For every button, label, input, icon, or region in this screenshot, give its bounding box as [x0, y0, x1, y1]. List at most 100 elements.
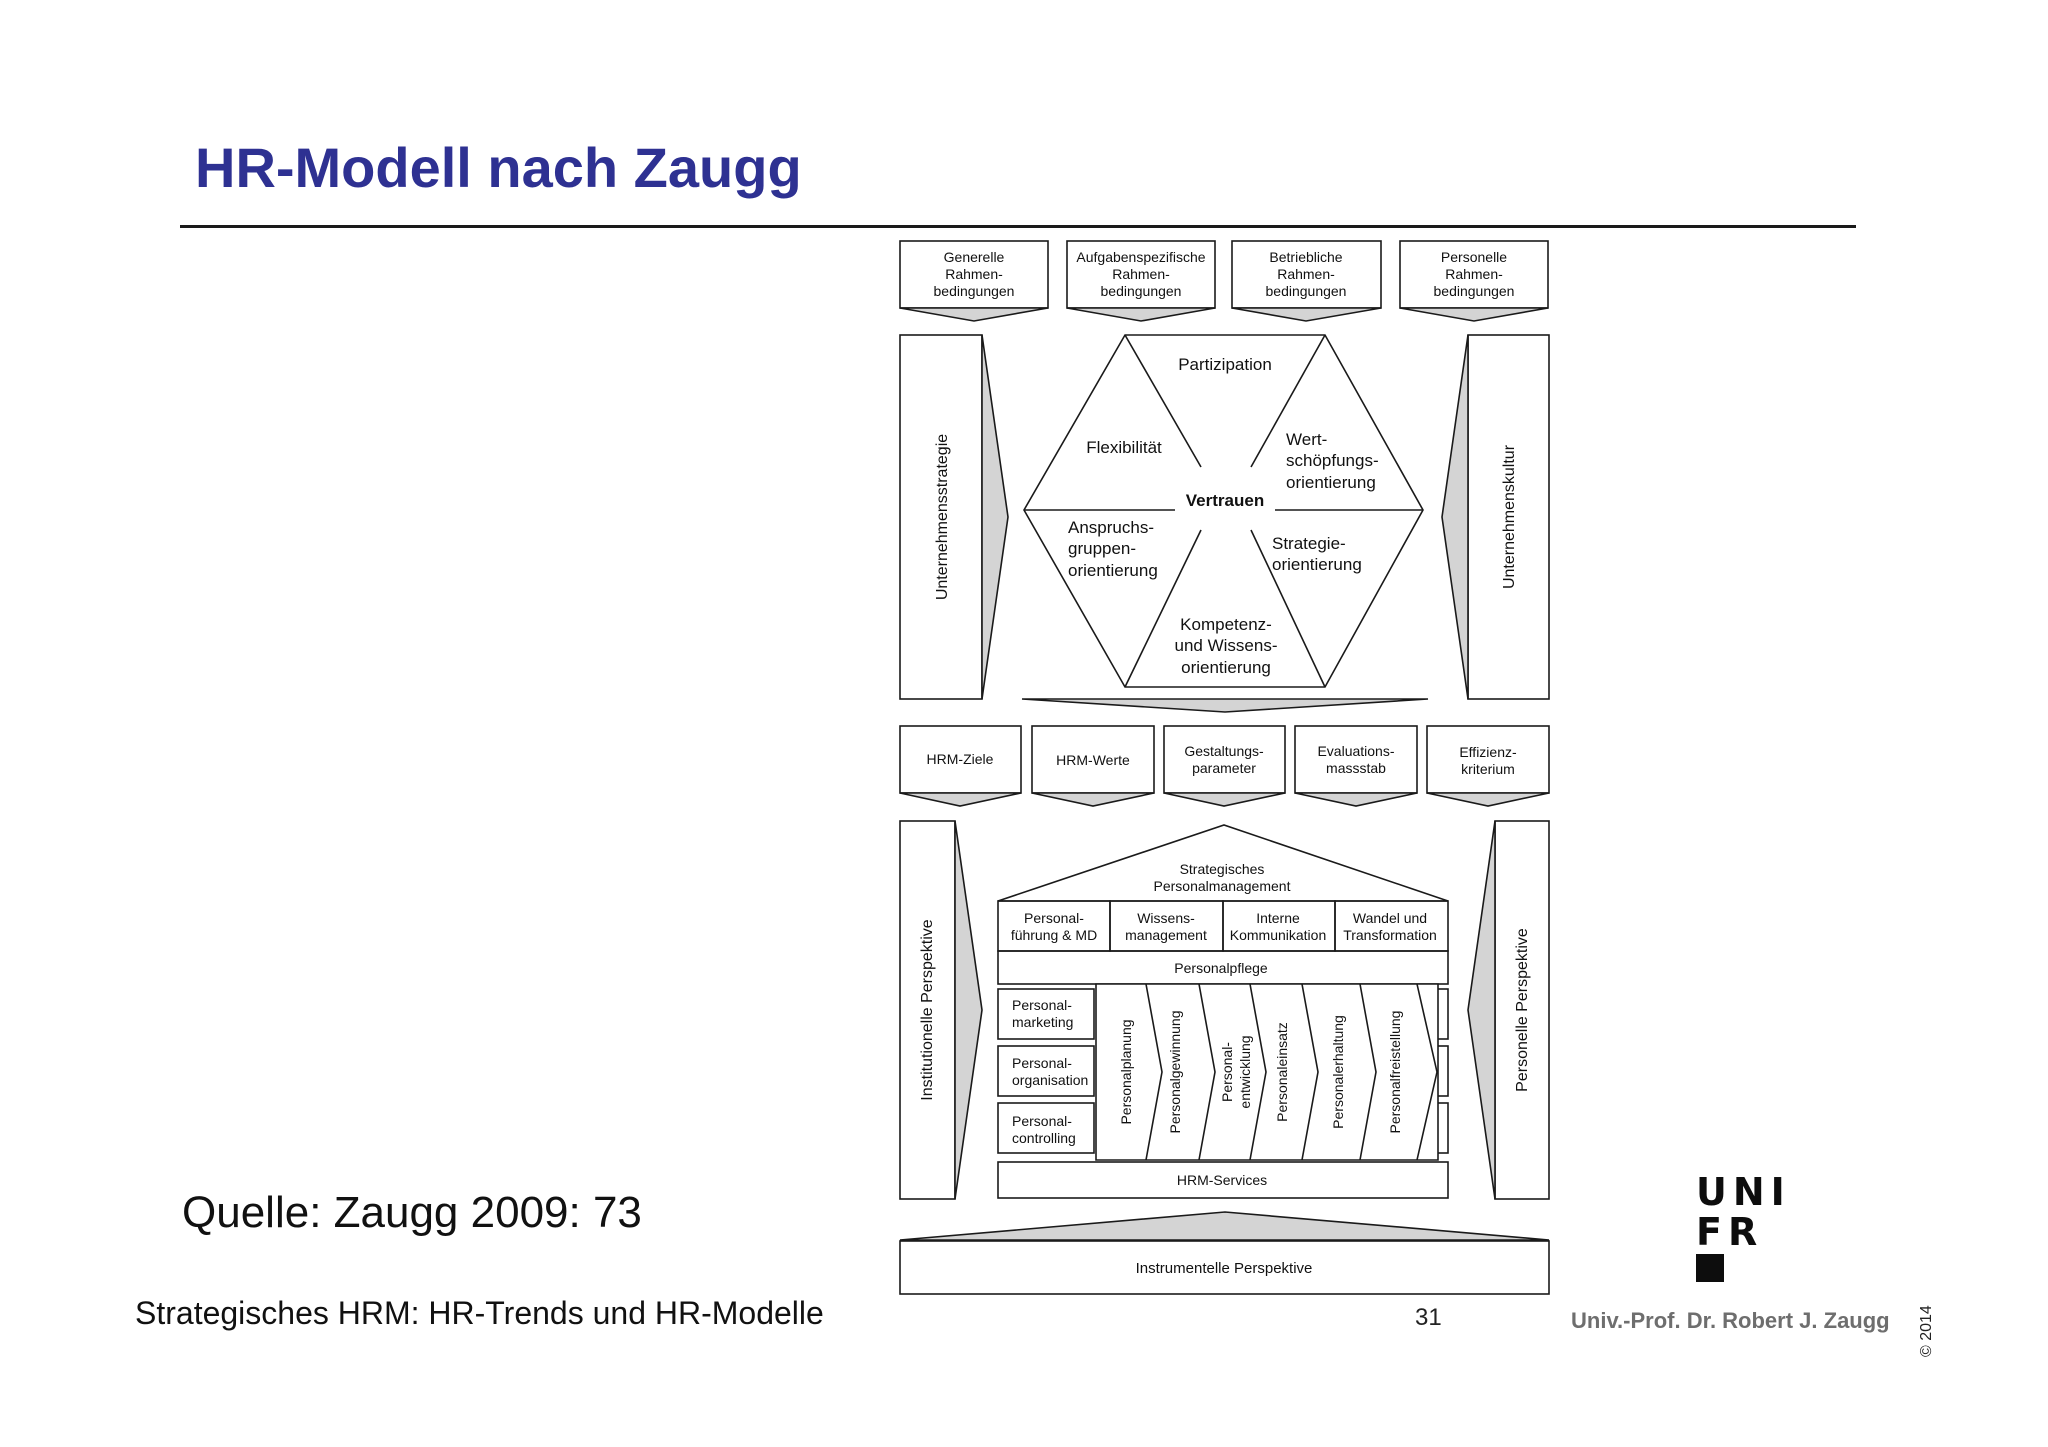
middle-box-hrm-werte: HRM-Werte — [1031, 725, 1155, 807]
side-box-unternehmenskultur: Unternehmenskultur — [1441, 334, 1550, 700]
top-box-aufgabenspezifische: Aufgabenspezifische Rahmen- bedingungen — [1066, 240, 1216, 322]
house-module-label: Kommunikation — [1230, 927, 1327, 943]
house-module-label: führung & MD — [1011, 927, 1097, 943]
hexagon-segment-label: Wert- — [1286, 430, 1327, 449]
process-step-label: Personalerhaltung — [1330, 1015, 1346, 1129]
hexagon-segment-label: Kompetenz- — [1180, 615, 1272, 634]
top-box-label: Personelle — [1441, 249, 1507, 265]
middle-box-label: HRM-Ziele — [927, 751, 994, 767]
top-box-label: Rahmen- — [1112, 266, 1170, 282]
values-hexagon: Vertrauen Partizipation Flexibilität Wer… — [1023, 334, 1424, 688]
middle-box-gestaltungsparameter: Gestaltungs- parameter — [1163, 725, 1286, 807]
side-box-unternehmensstrategie: Unternehmensstrategie — [899, 334, 1009, 700]
top-box-label: Rahmen- — [945, 266, 1003, 282]
house-module-label: controlling — [1012, 1130, 1076, 1146]
house-module-label: organisation — [1012, 1072, 1088, 1088]
side-label: Unternehmenskultur — [1501, 444, 1518, 589]
process-step-label: Personalplanung — [1118, 1019, 1134, 1124]
title-divider — [180, 225, 1856, 228]
process-chevron — [1145, 983, 1163, 1161]
hexagon-segment-label: Anspruchs- — [1068, 518, 1154, 537]
down-arrow-wide — [1021, 698, 1429, 713]
middle-box-label: parameter — [1192, 760, 1256, 776]
process-step-label: Personaleinsatz — [1274, 1022, 1290, 1122]
house-module-label: Interne — [1256, 910, 1300, 926]
house-module-label: Wissens- — [1137, 910, 1195, 926]
hexagon-segment-label: gruppen- — [1068, 539, 1136, 558]
middle-box-evaluationsmassstab: Evaluations- massstab — [1294, 725, 1418, 807]
house-module-label: Personal- — [1012, 1113, 1072, 1129]
side-label: Institutionelle Perspektive — [919, 919, 936, 1101]
house-module — [1109, 900, 1224, 952]
hrm-house: Strategisches Personalmanagement Persona… — [997, 824, 1449, 1199]
top-box-generelle: Generelle Rahmen- bedingungen — [899, 240, 1049, 322]
house-module — [1222, 900, 1336, 952]
hexagon-segment-label: schöpfungs- — [1286, 451, 1379, 470]
process-step-label: Personalfreistellung — [1387, 1011, 1403, 1134]
hexagon-segment-label: orientierung — [1272, 555, 1362, 574]
middle-box-hrm-ziele: HRM-Ziele — [899, 725, 1022, 807]
process-step-label: Personalgewinnung — [1167, 1011, 1183, 1134]
process-chain-frame — [1095, 983, 1439, 1161]
hexagon-segment-label: Partizipation — [1178, 355, 1272, 374]
process-chevron — [1416, 983, 1438, 1161]
copyright-notice: © 2014 — [1918, 1305, 1935, 1357]
middle-box-label: Gestaltungs- — [1184, 743, 1264, 759]
house-module-label: HRM-Services — [1177, 1172, 1267, 1188]
page-number: 31 — [1415, 1304, 1442, 1331]
house-module-label: Personal- — [1012, 997, 1072, 1013]
middle-box-label: Effizienz- — [1459, 744, 1517, 760]
middle-box-label: massstab — [1326, 760, 1386, 776]
house-roof-label: Personalmanagement — [1154, 878, 1291, 894]
top-box-betriebliche: Betriebliche Rahmen- bedingungen — [1231, 240, 1382, 322]
bottom-box-instrumentelle-perspektive: Instrumentelle Perspektive — [899, 1211, 1550, 1295]
top-box-label: Generelle — [944, 249, 1005, 265]
top-box-personelle: Personelle Rahmen- bedingungen — [1399, 240, 1549, 322]
side-label: Personelle Perspektive — [1514, 928, 1531, 1092]
top-box-label: bedingungen — [1434, 283, 1515, 299]
middle-box-label: HRM-Werte — [1056, 752, 1130, 768]
house-left-box — [997, 988, 1095, 1040]
house-left-box — [997, 1045, 1095, 1097]
house-module-label: Personalpflege — [1174, 960, 1268, 976]
footer-course-title: Strategisches HRM: HR-Trends und HR-Mode… — [135, 1295, 824, 1331]
process-chevron — [1301, 983, 1319, 1161]
house-module-label: Personal- — [1024, 910, 1084, 926]
process-chevron — [1198, 983, 1216, 1161]
house-module — [1334, 900, 1449, 952]
house-roof-label: Strategisches — [1180, 861, 1265, 877]
hexagon-segment-label: orientierung — [1286, 473, 1376, 492]
house-module-label: Personal- — [1012, 1055, 1072, 1071]
hexagon-center: Vertrauen — [1186, 491, 1264, 510]
house-module-label: Transformation — [1343, 927, 1437, 943]
bottom-box-label: Instrumentelle Perspektive — [1136, 1260, 1313, 1277]
source-citation: Quelle: Zaugg 2009: 73 — [182, 1188, 642, 1237]
process-step-label: entwicklung — [1237, 1035, 1253, 1108]
slide-title: HR-Modell nach Zaugg — [195, 136, 802, 199]
hexagon-segment-label: Flexibilität — [1086, 438, 1162, 457]
hexagon-segment-label: orientierung — [1181, 658, 1271, 677]
logo-line-2: FR — [1696, 1210, 1764, 1254]
footer-author: Univ.-Prof. Dr. Robert J. Zaugg — [1571, 1308, 1890, 1333]
process-step-label: Personal- — [1219, 1042, 1235, 1102]
top-box-label: bedingungen — [1101, 283, 1182, 299]
logo-square — [1696, 1254, 1724, 1282]
side-box-institutionelle-perspektive: Institutionelle Perspektive — [899, 820, 983, 1200]
top-box-label: Aufgabenspezifische — [1076, 249, 1205, 265]
process-chevron — [1249, 983, 1267, 1161]
house-module-label: management — [1125, 927, 1207, 943]
university-logo: UNI FR — [1696, 1172, 1791, 1282]
top-box-label: Betriebliche — [1269, 249, 1342, 265]
house-module — [997, 900, 1111, 952]
hexagon-segment-label: und Wissens- — [1175, 636, 1278, 655]
top-box-label: bedingungen — [1266, 283, 1347, 299]
middle-box-effizienzkriterium: Effizienz- kriterium — [1426, 725, 1550, 807]
side-label: Unternehmensstrategie — [934, 434, 951, 600]
middle-box-label: kriterium — [1461, 761, 1515, 777]
house-module-label: Wandel und — [1353, 910, 1427, 926]
house-services — [997, 1161, 1449, 1199]
top-box-label: Rahmen- — [1445, 266, 1503, 282]
house-left-box — [997, 1102, 1095, 1154]
top-box-label: bedingungen — [934, 283, 1015, 299]
